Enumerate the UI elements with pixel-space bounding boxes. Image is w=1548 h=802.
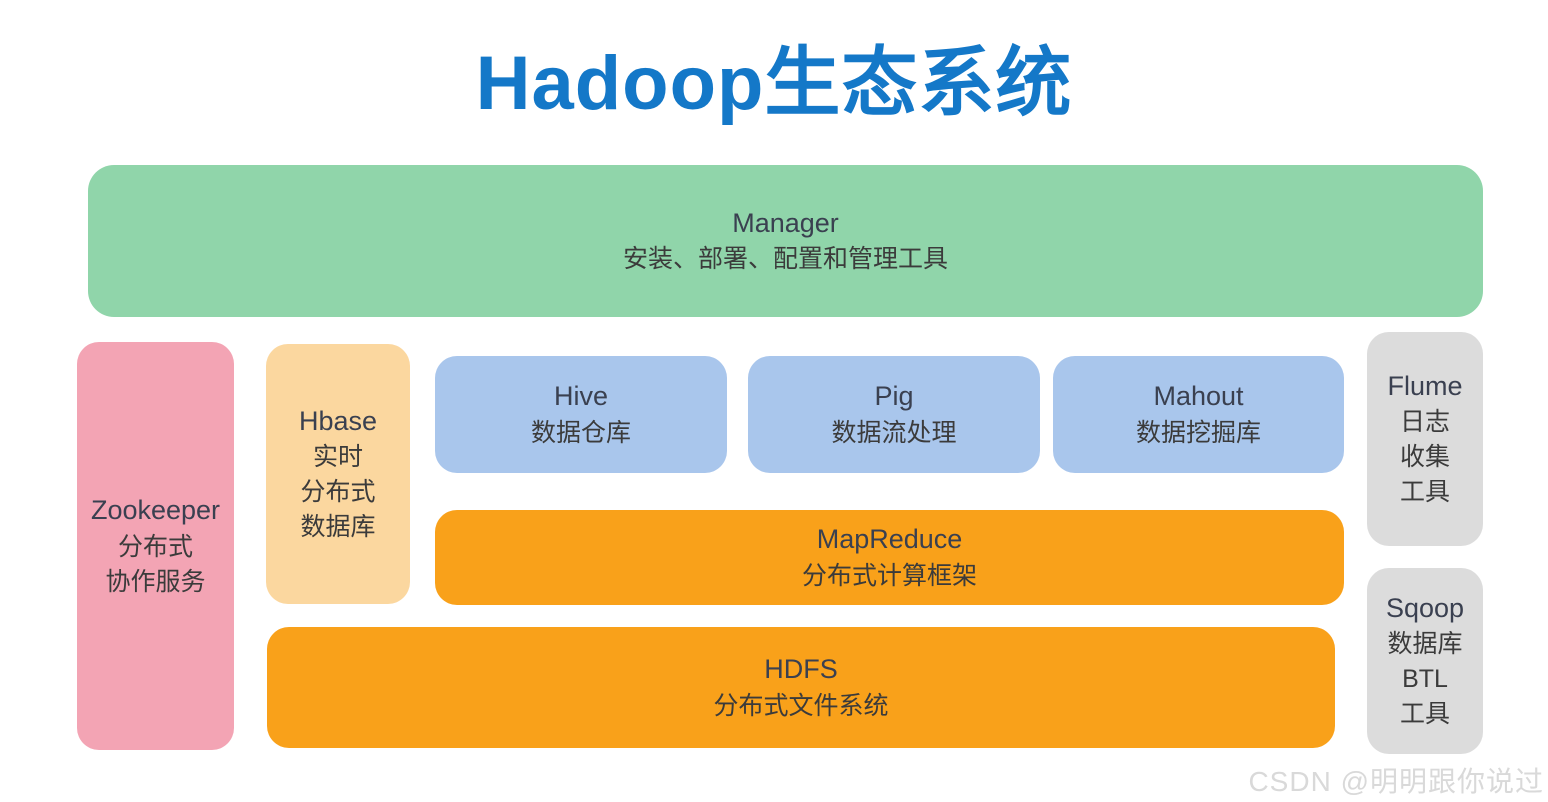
node-flume-name: Flume [1387, 370, 1463, 401]
node-hdfs-desc: 分布式文件系统 [713, 691, 889, 720]
node-hdfs-name: HDFS [764, 654, 838, 685]
node-flume-line: 日志 [1399, 408, 1450, 437]
node-mapreduce: MapReduce 分布式计算框架 [435, 510, 1344, 605]
node-mahout-desc: 数据挖掘库 [1135, 418, 1261, 447]
node-hive-desc: 数据仓库 [530, 418, 631, 447]
node-manager: Manager 安装、部署、配置和管理工具 [88, 165, 1483, 317]
node-hbase-line: 数据库 [300, 513, 376, 542]
node-mahout-name: Mahout [1153, 381, 1244, 412]
node-hive: Hive 数据仓库 [435, 356, 727, 473]
csdn-watermark: CSDN @明明跟你说过 [1248, 766, 1544, 797]
node-sqoop-line: 工具 [1399, 700, 1450, 729]
node-sqoop-line: 数据库 [1387, 630, 1463, 659]
node-flume-line: 工具 [1399, 478, 1450, 507]
node-zookeeper: Zookeeper 分布式 协作服务 [77, 342, 234, 750]
node-manager-desc: 安装、部署、配置和管理工具 [622, 245, 948, 274]
node-sqoop: Sqoop 数据库 BTL 工具 [1367, 568, 1483, 754]
node-hbase-line: 实时 [312, 443, 363, 472]
node-zookeeper-line: 协作服务 [105, 567, 206, 596]
node-mahout: Mahout 数据挖掘库 [1053, 356, 1344, 473]
node-flume: Flume 日志 收集 工具 [1367, 332, 1483, 546]
node-mapreduce-desc: 分布式计算框架 [801, 561, 977, 590]
diagram-title: Hadoop生态系统 [475, 41, 1073, 126]
node-hive-name: Hive [553, 381, 608, 412]
node-sqoop-line: BTL [1402, 665, 1448, 694]
node-sqoop-name: Sqoop [1385, 592, 1465, 623]
node-zookeeper-name: Zookeeper [90, 495, 221, 526]
node-hdfs: HDFS 分布式文件系统 [267, 627, 1335, 748]
node-flume-line: 收集 [1399, 443, 1450, 472]
node-zookeeper-line: 分布式 [117, 532, 193, 561]
node-hbase-name: Hbase [298, 405, 378, 436]
node-mapreduce-name: MapReduce [816, 524, 963, 555]
node-pig: Pig 数据流处理 [748, 356, 1040, 473]
node-hbase: Hbase 实时 分布式 数据库 [266, 344, 410, 604]
node-pig-desc: 数据流处理 [831, 418, 957, 447]
node-hbase-line: 分布式 [300, 478, 376, 507]
node-manager-name: Manager [732, 207, 839, 238]
node-pig-name: Pig [874, 381, 914, 412]
